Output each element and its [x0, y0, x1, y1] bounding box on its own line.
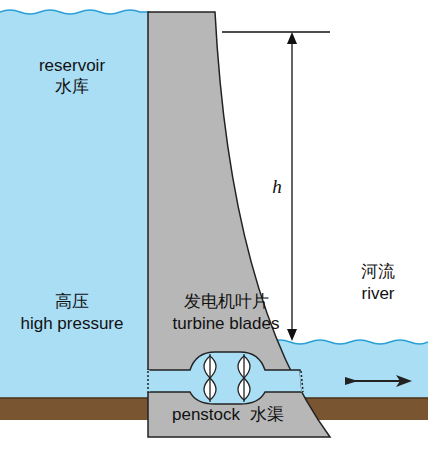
region-label: 水库 — [55, 77, 89, 97]
reservoir-surface — [0, 10, 150, 14]
dimension-arrowhead — [287, 32, 297, 44]
dimension-tick — [222, 31, 330, 32]
dam-body — [148, 12, 330, 437]
river-surface — [270, 340, 428, 344]
flow-arrow-tail — [345, 377, 358, 385]
region-label: reservoir — [39, 56, 105, 76]
reservoir-water — [0, 10, 150, 398]
part-label: penstock — [172, 405, 240, 425]
penstock-pipe — [148, 352, 302, 404]
dimension-arrowhead — [287, 329, 297, 341]
penstock-inlet — [147, 370, 150, 392]
region-label: 高压 — [55, 292, 89, 312]
penstock-outlet — [301, 371, 303, 392]
region-label: river — [361, 284, 394, 304]
region-label: 河流 — [361, 262, 395, 282]
region-label: high pressure — [20, 314, 123, 334]
dimension-label: h — [272, 176, 282, 198]
penstock-inlet-dots — [147, 371, 149, 392]
dimension-line — [291, 40, 292, 332]
part-label: 水渠 — [250, 405, 284, 425]
flow-arrowhead — [396, 375, 412, 387]
penstock-outlet-dots — [301, 371, 303, 392]
turbine-blade — [204, 354, 216, 402]
part-label: turbine blades — [173, 314, 280, 334]
part-label: 发电机叶片 — [184, 292, 269, 312]
turbine-blade — [238, 354, 250, 402]
